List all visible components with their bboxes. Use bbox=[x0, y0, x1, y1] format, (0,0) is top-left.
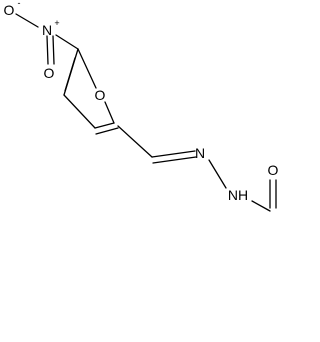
charge-plus: + bbox=[54, 18, 59, 28]
atom-o-nitro-double: O bbox=[44, 65, 55, 81]
bond-c3-c2 bbox=[94, 122, 115, 129]
bond-n-o-double-b bbox=[52, 35, 55, 65]
atom-o-carbonyl: O bbox=[268, 162, 279, 178]
nitro-group bbox=[15, 13, 79, 65]
bond-c4-c3 bbox=[63, 94, 96, 129]
hydrazone-linker bbox=[117, 125, 271, 212]
atom-n-hydrazone: N bbox=[195, 145, 205, 161]
atom-n-nitro: N bbox=[42, 22, 52, 38]
bond-ch-n1-b bbox=[152, 156, 197, 164]
bond-ch-n1-a bbox=[151, 150, 196, 158]
bond-n1-nh bbox=[208, 159, 227, 189]
bond-c2-ofuran bbox=[104, 101, 115, 124]
bond-n-o-double-a bbox=[46, 35, 49, 65]
bond-c2-ch bbox=[117, 125, 153, 158]
bond-c3-c2-inner bbox=[95, 127, 119, 135]
atom-o-furan: O bbox=[95, 87, 106, 103]
atom-nh: NH bbox=[228, 187, 248, 203]
bond-ofuran-c5 bbox=[77, 48, 97, 89]
carbonyl-group bbox=[269, 179, 277, 209]
bond-nh-carbonyl bbox=[251, 200, 271, 212]
bond-c5-c4-inner bbox=[64, 57, 76, 92]
charge-minus: - bbox=[18, 0, 21, 8]
bond-n-c5 bbox=[55, 34, 79, 50]
bond-ominus-n bbox=[15, 13, 39, 28]
furan-ring bbox=[63, 48, 119, 135]
chemical-structure-diagram: O - N + O O N NH O bbox=[4, 0, 279, 212]
atom-o-nitro-minus: O bbox=[4, 2, 15, 18]
atom-labels: O - N + O O N NH O bbox=[4, 0, 279, 203]
